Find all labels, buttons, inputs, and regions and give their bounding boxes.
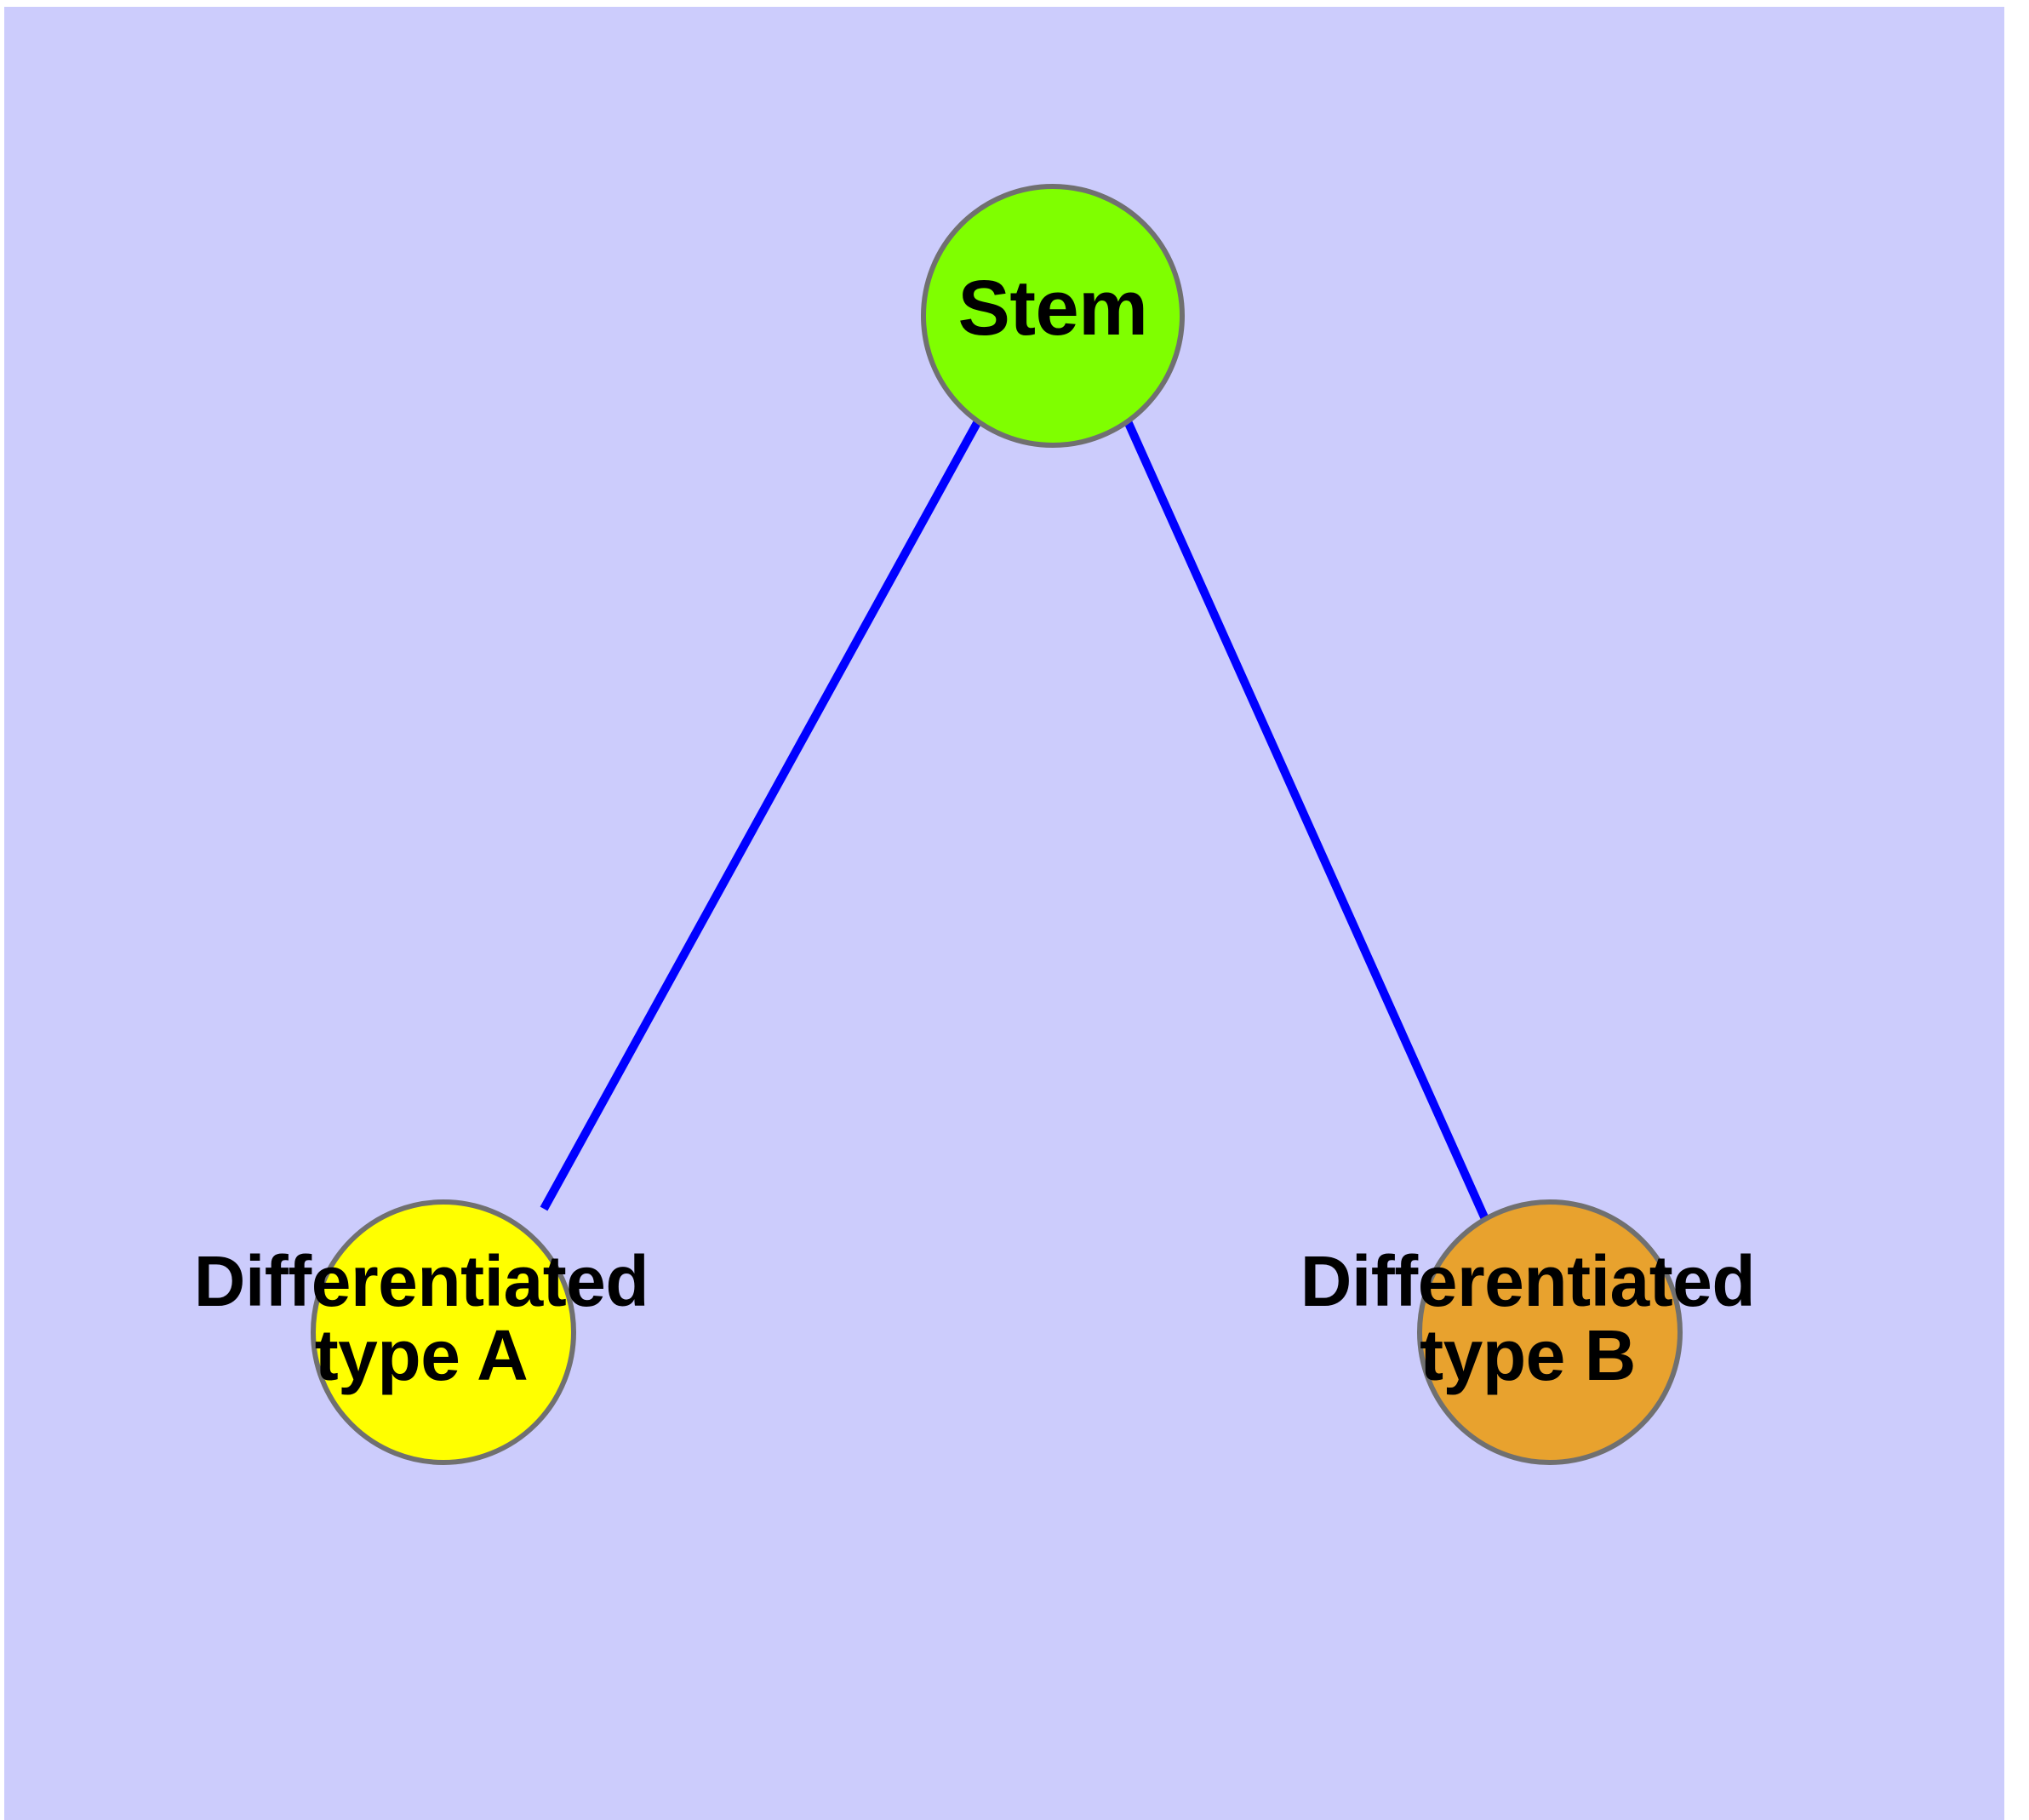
node-differentiated-type-a[interactable] — [311, 1199, 576, 1465]
node-differentiated-type-b[interactable] — [1417, 1199, 1683, 1465]
node-stem[interactable] — [921, 184, 1185, 448]
edge-stem-to-differentiated-type-a — [540, 419, 982, 1211]
edge-stem-to-differentiated-type-b — [1123, 419, 1489, 1222]
